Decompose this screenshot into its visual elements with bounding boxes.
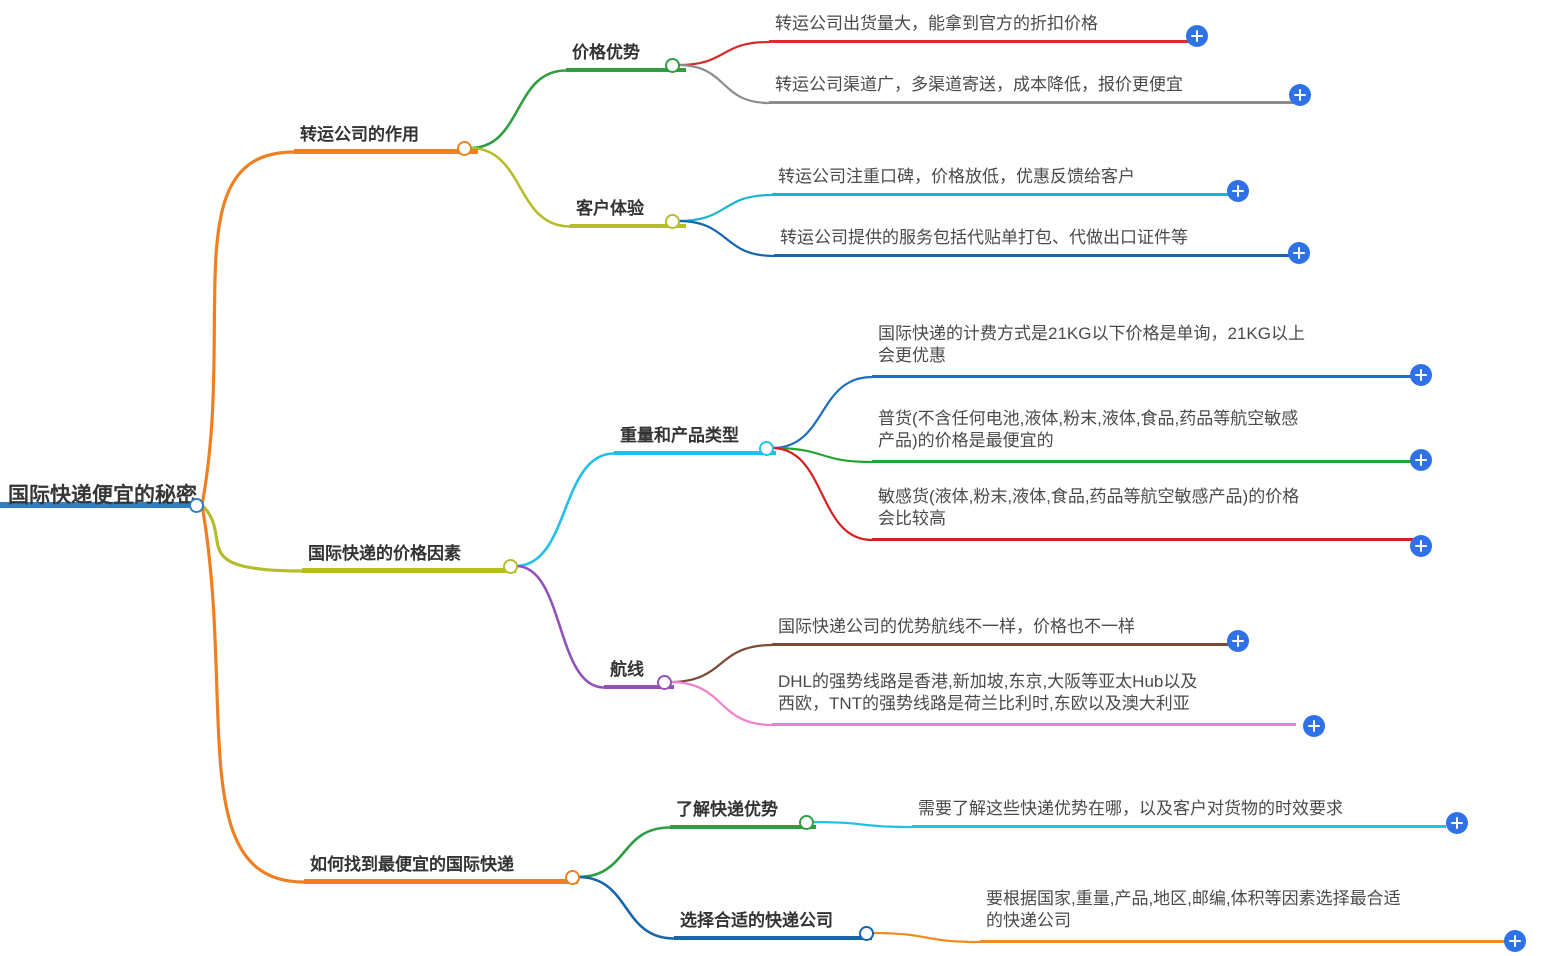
node-xuanze-gongsi-label: 选择合适的快递公司 [680,911,833,930]
leaf-zhuzhong-koubei-label: 转运公司注重口碑，价格放低，优惠反馈给客户 [778,167,1135,186]
leaf-puhuo-label: 普货(不含任何电池,液体,粉末,液体,食品,药品等航空敏感 产品)的价格是最便宜… [878,409,1299,451]
branch-jiage-yinsu-label: 国际快递的价格因素 [308,544,461,563]
expand-plus-button[interactable] [1186,25,1208,47]
node-connector-dot[interactable] [188,497,204,513]
leaf-genju-guojia-underline [980,940,1512,943]
leaf-minganhuo-underline [872,538,1418,541]
node-connector-dot[interactable] [456,140,472,156]
leaf-fuwu-baokuo-underline [774,254,1290,257]
leaf-puhuo-underline [872,460,1418,463]
node-kehu-tiyan-label: 客户体验 [576,199,644,218]
expand-plus-button[interactable] [1504,930,1526,952]
branch-zhuanyun-underline [294,149,478,154]
node-connector-dot[interactable] [502,558,518,574]
leaf-chuhuoliang-underline [769,40,1193,43]
expand-plus-button[interactable] [1288,242,1310,264]
expand-plus-button[interactable] [1410,364,1432,386]
branch-jiage-yinsu-underline [302,568,516,573]
leaf-chuhuoliang-label: 转运公司出货量大，能拿到官方的折扣价格 [775,14,1098,33]
node-liaojie-youshi-label: 了解快递优势 [676,800,778,819]
expand-plus-button[interactable] [1446,812,1468,834]
leaf-fuwu-baokuo-label: 转运公司提供的服务包括代贴单打包、代做出口证件等 [780,228,1188,247]
branch-zhaodao-pianyi-underline [304,879,578,884]
node-connector-dot[interactable] [758,440,774,456]
branch-zhaodao-pianyi-label: 如何找到最便宜的国际快递 [310,855,514,874]
node-connector-dot[interactable] [798,814,814,830]
expand-plus-button[interactable] [1227,630,1249,652]
node-xuanze-gongsi-underline [674,936,872,940]
node-liaojie-youshi-underline [670,825,816,829]
leaf-zhuzhong-koubei-underline [772,193,1234,196]
node-hangxian-label: 航线 [610,660,644,679]
leaf-qudaoguang-underline [769,101,1297,104]
node-hangxian-underline [604,685,674,689]
leaf-dhl-tnt-label: DHL的强势线路是香港,新加坡,东京,大阪等亚太Hub以及 西欧，TNT的强势线… [778,672,1198,714]
node-zhongliang-chanpin-label: 重量和产品类型 [620,426,739,445]
leaf-youshi-hangxian-underline [772,643,1234,646]
leaf-qudaoguang-label: 转运公司渠道广，多渠道寄送，成本降低，报价更便宜 [775,75,1183,94]
leaf-jifei-fangshi-underline [872,375,1418,378]
expand-plus-button[interactable] [1227,180,1249,202]
branch-zhuanyun-label: 转运公司的作用 [300,125,419,144]
leaf-youshi-hangxian-label: 国际快递公司的优势航线不一样，价格也不一样 [778,617,1135,636]
expand-plus-button[interactable] [1410,535,1432,557]
node-connector-dot[interactable] [664,213,680,229]
node-connector-dot[interactable] [858,925,874,941]
root-node-label: 国际快递便宜的秘密 [8,484,197,507]
node-connector-dot[interactable] [564,869,580,885]
node-jiage-youshi-underline [566,68,686,72]
node-connector-dot[interactable] [664,57,680,73]
leaf-dhl-tnt-underline [772,723,1296,726]
leaf-jifei-fangshi-label: 国际快递的计费方式是21KG以下价格是单询，21KG以上 会更优惠 [878,324,1305,366]
expand-plus-button[interactable] [1410,449,1432,471]
leaf-genju-guojia-label: 要根据国家,重量,产品,地区,邮编,体积等因素选择最合适 的快递公司 [986,889,1401,931]
leaf-shixiao-yaoqiu-label: 需要了解这些快递优势在哪，以及客户对货物的时效要求 [918,799,1343,818]
leaf-minganhuo-label: 敏感货(液体,粉末,液体,食品,药品等航空敏感产品)的价格 会比较高 [878,487,1300,529]
expand-plus-button[interactable] [1289,84,1311,106]
leaf-shixiao-yaoqiu-underline [912,825,1446,828]
node-connector-dot[interactable] [656,674,672,690]
root-node-underline [0,502,200,508]
node-jiage-youshi-label: 价格优势 [572,43,640,62]
node-kehu-tiyan-underline [570,224,686,228]
node-zhongliang-chanpin-underline [614,451,776,455]
expand-plus-button[interactable] [1303,715,1325,737]
